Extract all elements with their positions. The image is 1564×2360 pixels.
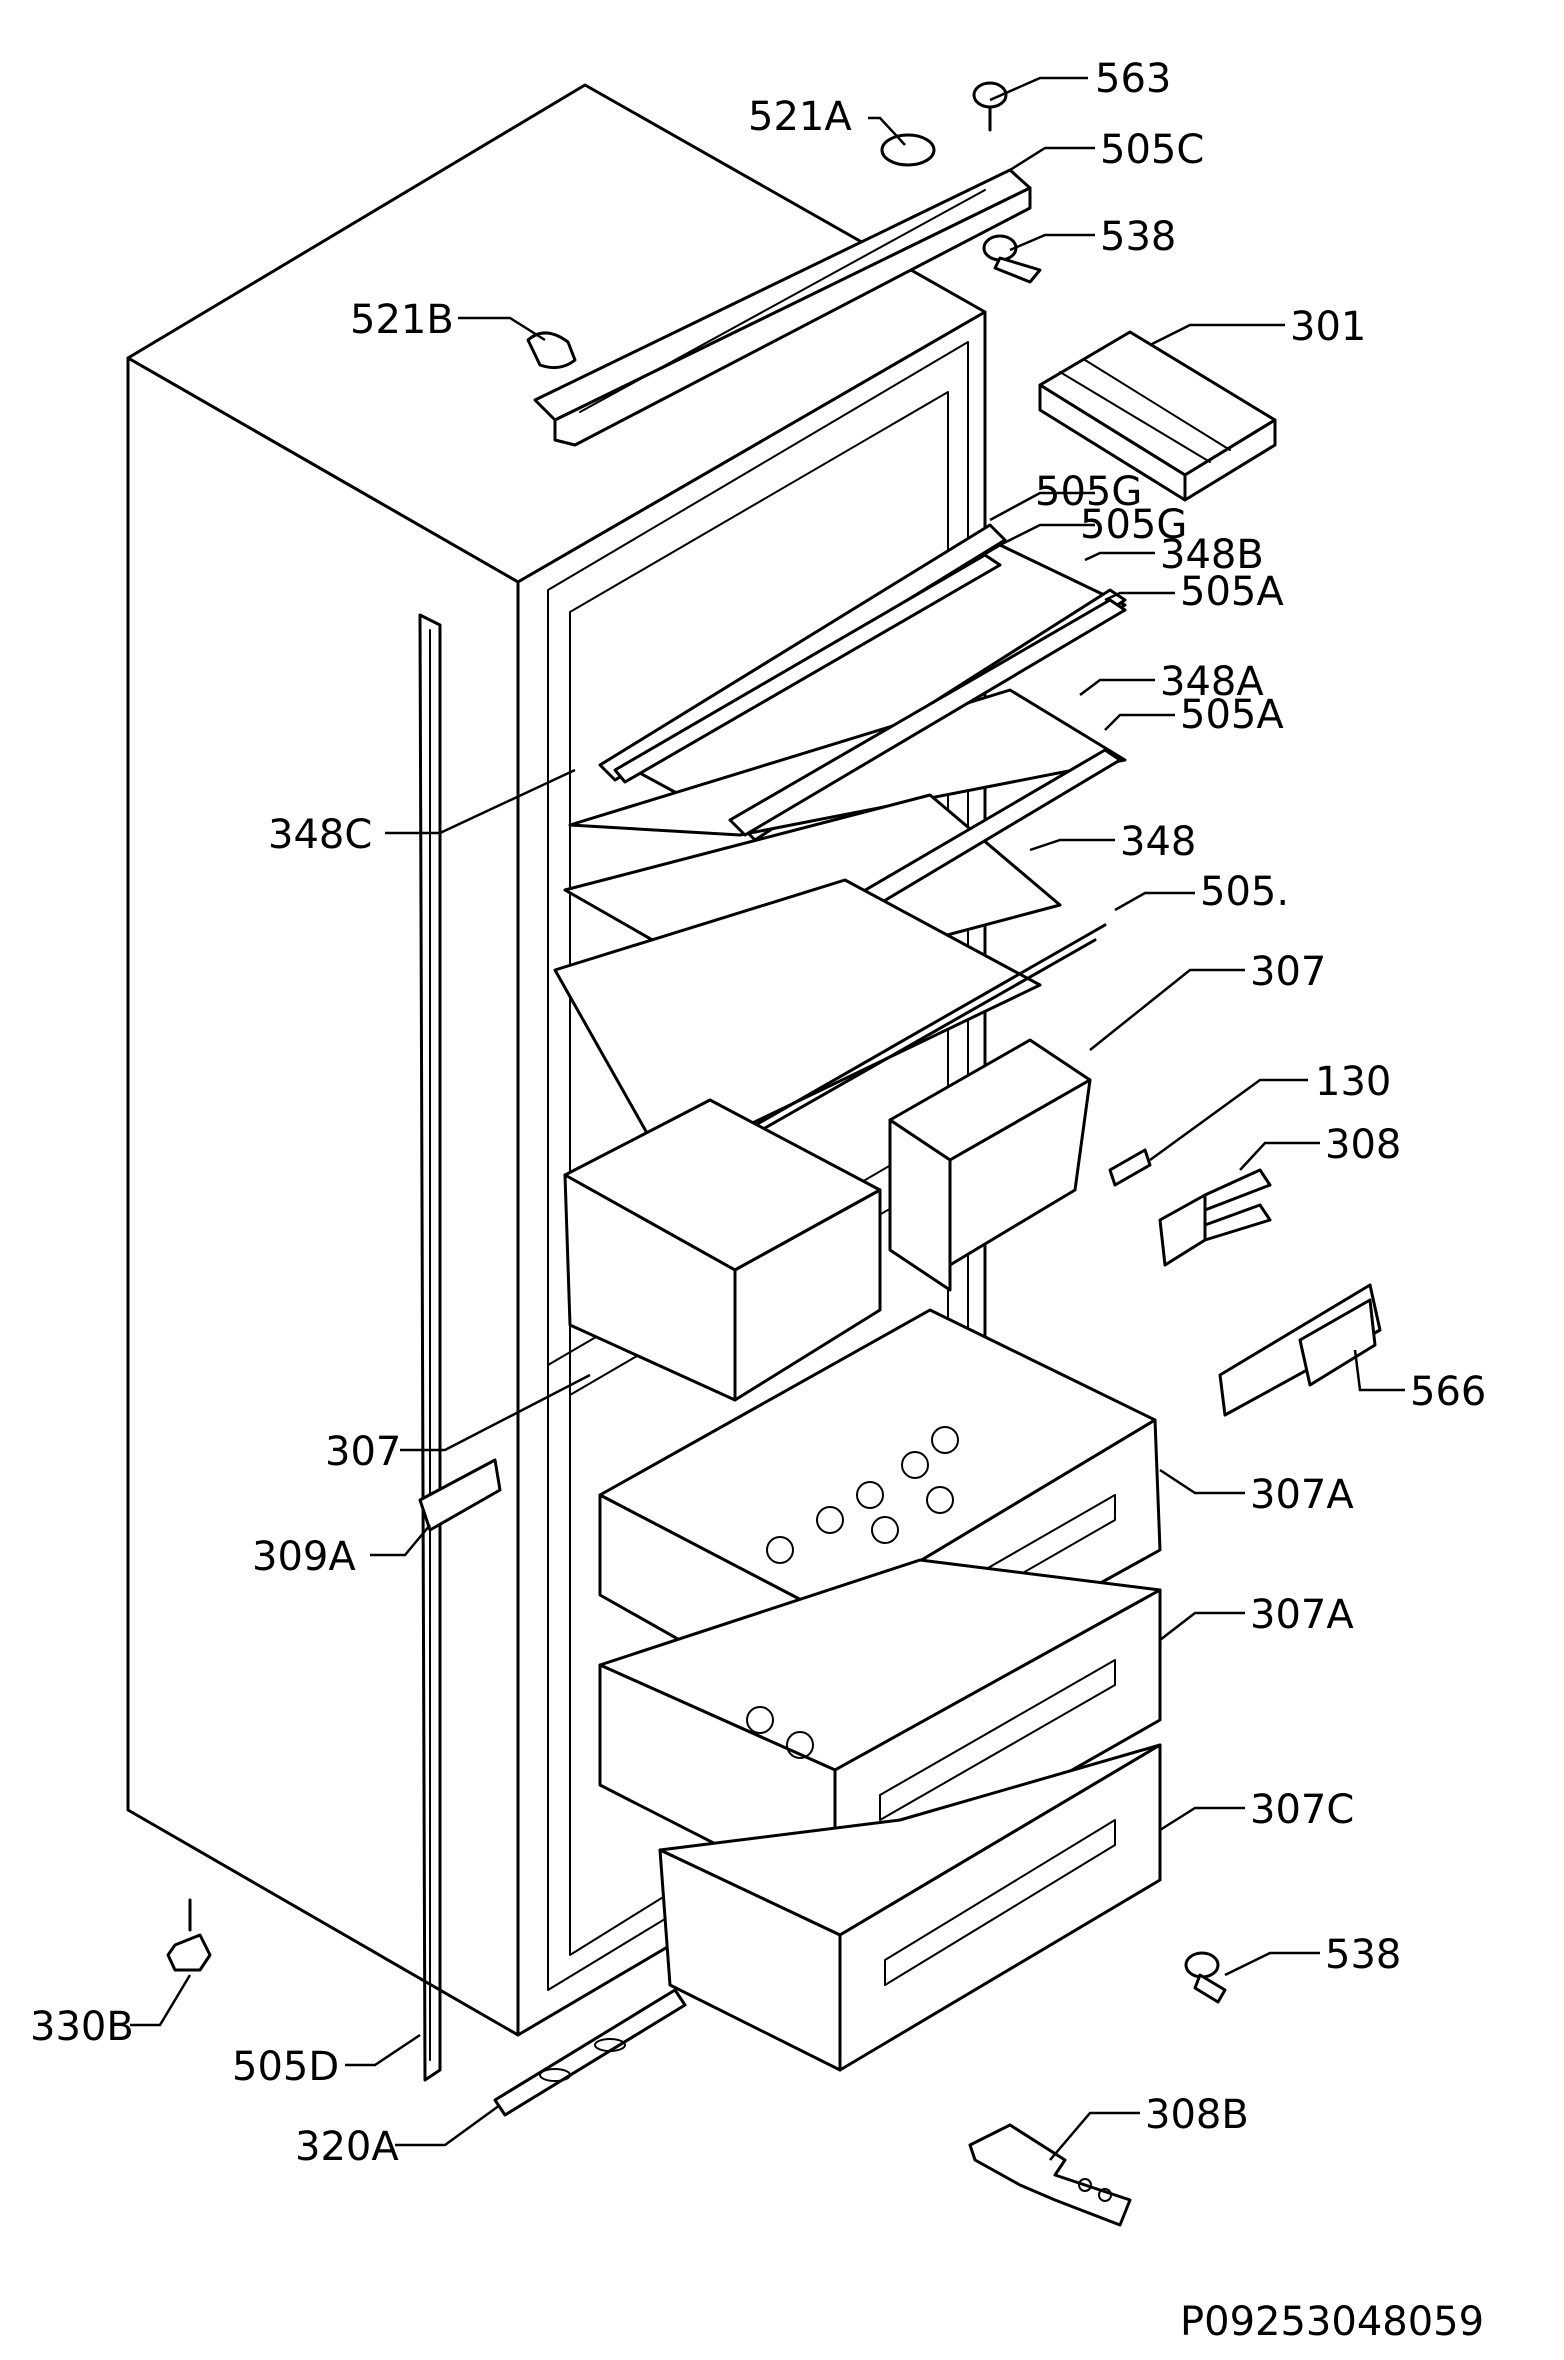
callout-505g-2: 505G (1080, 502, 1187, 548)
ice-cube-tray-301 (1038, 330, 1277, 502)
rail-320a (493, 1988, 687, 2117)
crisper-box-307-right (888, 1038, 1092, 1292)
callout-307a-2: 307A (1250, 1592, 1354, 1638)
callout-309a: 309A (252, 1534, 356, 1580)
cap-521a (880, 133, 936, 167)
handle-566 (1218, 1283, 1382, 1417)
hinge-pin-538-bottom (1184, 1951, 1227, 2004)
door-seal-strip (418, 613, 442, 2082)
screw-563 (972, 81, 1008, 132)
callout-538-bottom: 538 (1325, 1932, 1401, 1978)
callout-505d: 505D (232, 2044, 339, 2090)
callout-307a-1: 307A (1250, 1472, 1354, 1518)
hinge-pin-538-top (982, 234, 1042, 284)
callout-505c: 505C (1100, 127, 1204, 173)
callout-348a: 348A (1160, 659, 1264, 705)
callout-563: 563 (1095, 56, 1171, 102)
callout-505-partial: 505. (1200, 869, 1289, 915)
glass-shelf-348c (553, 878, 1107, 1167)
callout-521a: 521A (748, 94, 852, 140)
crisper-box-307-left (563, 1098, 882, 1402)
callout-348c: 348C (268, 812, 372, 858)
freezer-drawer-307c (658, 1743, 1162, 2072)
callout-307-left: 307 (325, 1429, 401, 1475)
callout-538-top: 538 (1100, 214, 1176, 260)
callout-505a-1: 505A (1180, 569, 1284, 615)
callout-348: 348 (1120, 819, 1196, 865)
leader-lines (130, 76, 1405, 2161)
callout-307c: 307C (1250, 1787, 1354, 1833)
hinge-308 (1158, 1168, 1272, 1267)
callout-130: 130 (1315, 1059, 1391, 1105)
callout-320a: 320A (295, 2124, 399, 2170)
callout-348b: 348B (1160, 532, 1264, 578)
callout-505g-1: 505G (1035, 469, 1142, 515)
callout-301: 301 (1290, 304, 1366, 350)
callout-330b: 330B (30, 2004, 134, 2050)
callout-308: 308 (1325, 1122, 1401, 1168)
hinge-plate-308b (968, 2123, 1132, 2227)
callout-308b: 308B (1145, 2092, 1249, 2138)
top-trim-505c (533, 168, 1032, 447)
callout-566: 566 (1410, 1369, 1486, 1415)
callout-307-top: 307 (1250, 949, 1326, 995)
drawing-code: P09253048059 (1180, 2299, 1484, 2345)
foot-330b (166, 1898, 212, 1972)
callout-521b: 521B (350, 297, 454, 343)
callout-505a-2: 505A (1180, 692, 1284, 738)
cap-521b (526, 331, 577, 370)
bracket-309a (418, 1458, 502, 1532)
callout-labels: 563 521A 505C 538 521B 301 505G 505G 348… (30, 56, 1486, 2170)
part-130 (1108, 1148, 1152, 1187)
glass-shelf-348a (568, 598, 1127, 837)
